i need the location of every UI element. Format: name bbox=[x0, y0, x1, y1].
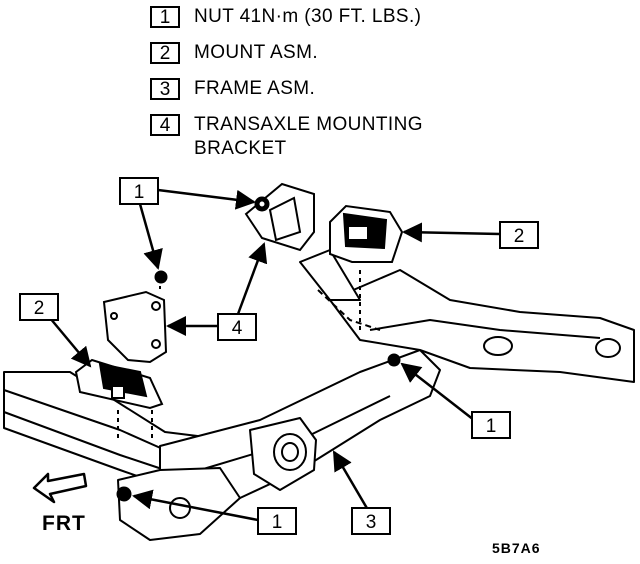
arrow-forward-left-icon bbox=[32, 472, 88, 504]
callout-mount-right-label: 2 bbox=[514, 226, 525, 247]
nut-top-hole bbox=[258, 200, 266, 208]
callout-frame: 3 bbox=[351, 507, 391, 535]
callout-nut-right: 1 bbox=[471, 411, 511, 439]
leader-mount-left bbox=[49, 317, 92, 368]
legend-item-frame: 3 FRAME ASM. bbox=[150, 78, 494, 114]
left-mount-assembly-drawing bbox=[74, 358, 164, 440]
nut-bottom-shape bbox=[116, 486, 132, 502]
legend: 1 NUT 41N·m (30 FT. LBS.) 2 MOUNT ASM. 3… bbox=[150, 6, 494, 159]
legend-number-box: 4 bbox=[150, 114, 180, 136]
legend-label: TRANSAXLE MOUNTING BRACKET bbox=[194, 114, 423, 159]
right-mount-assembly-drawing bbox=[329, 204, 404, 330]
legend-label: NUT 41N·m (30 FT. LBS.) bbox=[194, 6, 422, 27]
callout-mount-left-label: 2 bbox=[34, 298, 45, 319]
callout-nut-bottom-label: 1 bbox=[272, 512, 283, 533]
legend-number-box: 2 bbox=[150, 42, 180, 64]
leader-nut-right bbox=[400, 362, 475, 421]
figure-code: 5B7A6 bbox=[492, 540, 541, 556]
top-transaxle-bracket-drawing bbox=[244, 182, 315, 252]
callout-nut-right-label: 1 bbox=[486, 416, 497, 437]
direction-label: FRT bbox=[42, 512, 86, 535]
nut-drawings bbox=[116, 196, 401, 502]
callout-mount-right: 2 bbox=[499, 221, 539, 249]
nut-bracket-shape bbox=[154, 270, 168, 284]
leader-lines bbox=[49, 188, 501, 522]
leader-mount-right bbox=[402, 222, 501, 243]
frame-assembly-drawing bbox=[3, 249, 635, 541]
legend-label: FRAME ASM. bbox=[194, 78, 316, 99]
callout-mount-left: 2 bbox=[19, 293, 59, 321]
legend-label: MOUNT ASM. bbox=[194, 42, 318, 63]
legend-number-box: 3 bbox=[150, 78, 180, 100]
legend-item-bracket: 4 TRANSAXLE MOUNTING BRACKET bbox=[150, 114, 494, 159]
leader-nut-top bbox=[157, 188, 256, 210]
callout-bracket-left-label: 4 bbox=[232, 318, 243, 339]
leader-frame bbox=[332, 450, 370, 511]
leader-bracket-top bbox=[236, 242, 268, 315]
left-transaxle-bracket-drawing bbox=[102, 274, 168, 364]
legend-item-mount: 2 MOUNT ASM. bbox=[150, 42, 494, 78]
nut-right-shape bbox=[387, 353, 401, 367]
callout-nut-top: 1 bbox=[119, 177, 159, 205]
leader-nut-bracket bbox=[138, 203, 163, 270]
leader-nut-bottom bbox=[132, 489, 259, 522]
legend-number-box: 1 bbox=[150, 6, 180, 28]
callout-bracket-left: 4 bbox=[217, 313, 257, 341]
callout-nut-bottom: 1 bbox=[257, 507, 297, 535]
callout-nut-top-label: 1 bbox=[134, 182, 145, 203]
callout-frame-label: 3 bbox=[366, 512, 377, 533]
legend-item-nut: 1 NUT 41N·m (30 FT. LBS.) bbox=[150, 6, 494, 42]
